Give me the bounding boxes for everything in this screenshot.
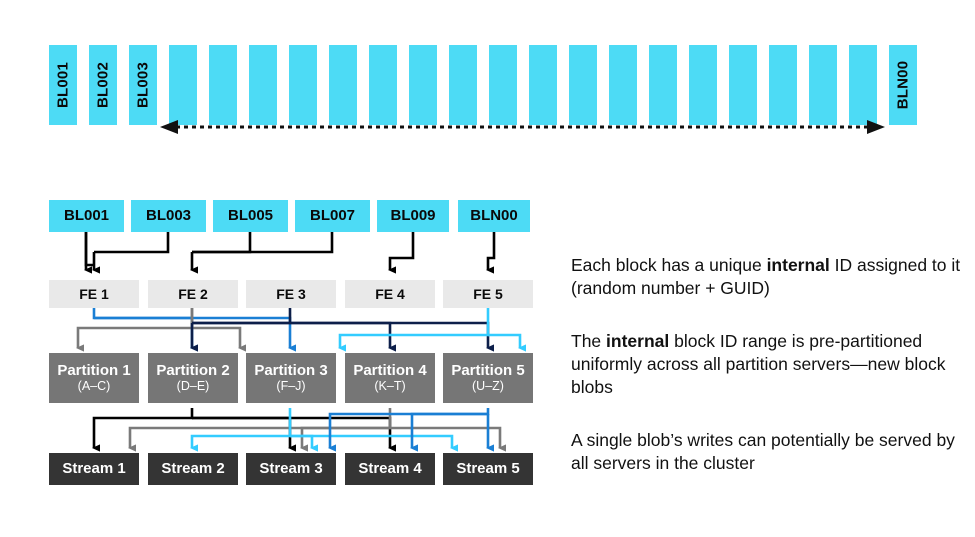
partition-server-2[interactable]: Partition 2 (D–E) [148,353,238,403]
blob-block [529,45,557,125]
stream-3[interactable]: Stream 3 [246,453,336,485]
stream-label: Stream 4 [358,460,422,478]
blob-block [209,45,237,125]
front-end-5[interactable]: FE 5 [443,280,533,308]
block-box-5[interactable]: BL009 [377,200,449,232]
partition-title: Partition 2 [156,362,230,380]
front-end-label: FE 2 [178,285,208,302]
blob-block [369,45,397,125]
blob-block-labeled: BL002 [89,45,117,125]
blob-block [649,45,677,125]
block-box-4[interactable]: BL007 [295,200,370,232]
block-box-6[interactable]: BLN00 [458,200,530,232]
front-end-1[interactable]: FE 1 [49,280,139,308]
partition-title: Partition 4 [353,362,427,380]
blob-block [849,45,877,125]
stream-1[interactable]: Stream 1 [49,453,139,485]
blob-block-label: BLN00 [894,60,912,110]
blob-block-label: BL001 [54,61,72,109]
blob-block [329,45,357,125]
note2-post: block ID range is pre-partitioned unifor… [571,331,946,398]
partition-server-5[interactable]: Partition 5 (U–Z) [443,353,533,403]
connector-wires [76,232,526,452]
stream-label: Stream 2 [161,460,225,478]
partition-range: (K–T) [374,378,406,393]
partition-server-3[interactable]: Partition 3 (F–J) [246,353,336,403]
note1-pre: Each block has a unique [571,255,767,275]
block-label: BL003 [145,207,192,225]
block-box-2[interactable]: BL003 [131,200,206,232]
note2-bold: internal [606,331,670,351]
block-id-range-arrow [160,120,885,134]
blob-block [689,45,717,125]
blob-block [289,45,317,125]
stream-5[interactable]: Stream 5 [443,453,533,485]
blob-block [809,45,837,125]
note-prepartitioned-range: The internal block ID range is pre-parti… [571,330,971,399]
stream-label: Stream 1 [62,460,126,478]
note2-pre: The [571,331,607,351]
stream-4[interactable]: Stream 4 [345,453,435,485]
stream-label: Stream 5 [456,460,520,478]
front-end-label: FE 3 [276,285,306,302]
block-box-1[interactable]: BL001 [49,200,124,232]
blob-block-labeled: BL003 [129,45,157,125]
block-label: BL007 [309,207,356,225]
block-box-3[interactable]: BL005 [213,200,288,232]
front-end-label: FE 1 [79,285,109,302]
blob-block-label: BL002 [94,61,112,109]
note1-post: ID assigned to it (random number + GUID) [571,255,961,299]
stream-2[interactable]: Stream 2 [148,453,238,485]
note1-bold: internal [766,255,830,275]
front-end-label: FE 5 [473,285,503,302]
block-label: BL005 [227,207,274,225]
front-end-3[interactable]: FE 3 [246,280,336,308]
partition-title: Partition 3 [254,362,328,380]
partition-range: (D–E) [176,378,210,393]
blob-block [449,45,477,125]
blob-block [409,45,437,125]
blob-write-flow: BL001 BL003 BL005 BL007 BL009 BLN00 FE 1… [0,160,560,510]
partition-range: (U–Z) [472,378,504,393]
blob-block-labeled: BLN00 [889,45,917,125]
blob-block [569,45,597,125]
partition-server-4[interactable]: Partition 4 (K–T) [345,353,435,403]
blob-block-labeled: BL001 [49,45,77,125]
block-label: BLN00 [470,207,518,225]
blob-block [609,45,637,125]
block-label: BL001 [63,207,110,225]
partition-range: (F–J) [276,378,306,393]
front-end-4[interactable]: FE 4 [345,280,435,308]
blob-block [249,45,277,125]
partition-title: Partition 5 [451,362,525,380]
block-label: BL009 [390,207,436,225]
note-internal-id: Each block has a unique internal ID assi… [571,254,971,300]
blob-block [169,45,197,125]
partition-range: (A–C) [77,378,111,393]
blob-block [729,45,757,125]
front-end-label: FE 4 [375,285,405,302]
note-writes-all-servers: A single blob’s writes can potentially b… [571,429,971,475]
note3-text: A single blob’s writes can potentially b… [571,430,955,474]
partition-title: Partition 1 [57,362,131,380]
stream-label: Stream 3 [259,460,323,478]
blob-block-strip: BL001 BL002 BL003 BLN00 [49,45,929,125]
partition-server-1[interactable]: Partition 1 (A–C) [49,353,139,403]
blob-block [769,45,797,125]
blob-block-label: BL003 [134,61,152,109]
blob-block [489,45,517,125]
front-end-2[interactable]: FE 2 [148,280,238,308]
